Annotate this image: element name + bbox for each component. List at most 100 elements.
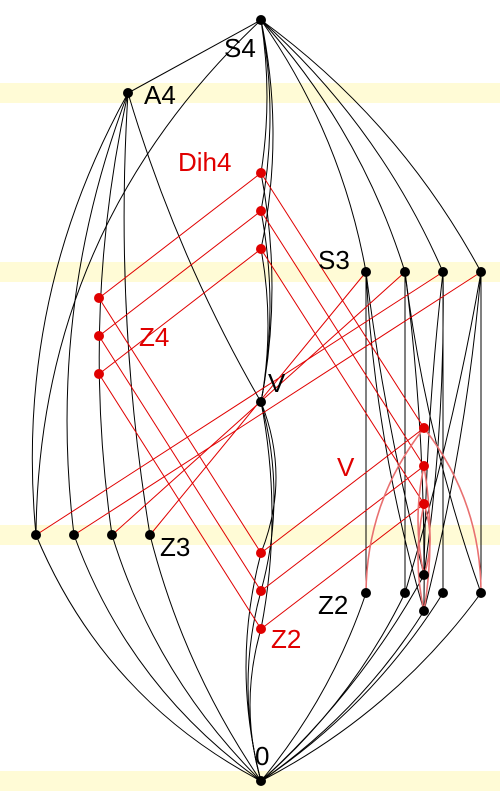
black-edge bbox=[260, 19, 444, 273]
black-node bbox=[107, 530, 117, 540]
label-z3: Z3 bbox=[160, 532, 190, 562]
black-edge bbox=[260, 19, 274, 250]
label-s4: S4 bbox=[224, 33, 256, 63]
black-node bbox=[256, 15, 266, 25]
red-edge bbox=[98, 335, 262, 592]
red-edge bbox=[98, 373, 262, 630]
black-node bbox=[400, 267, 410, 277]
black-node bbox=[419, 606, 429, 616]
red-node bbox=[256, 206, 266, 216]
red-edge bbox=[73, 271, 482, 536]
black-edge bbox=[260, 592, 444, 782]
black-edge bbox=[35, 534, 262, 782]
level-band-s3 bbox=[0, 262, 500, 282]
black-node bbox=[476, 267, 486, 277]
black-edge bbox=[260, 248, 269, 403]
black-edge bbox=[260, 592, 367, 782]
red-node bbox=[256, 168, 266, 178]
black-edge bbox=[31, 92, 129, 536]
red-node bbox=[94, 331, 104, 341]
label-a4: A4 bbox=[144, 80, 176, 110]
label-z2-red: Z2 bbox=[271, 624, 301, 654]
black-node bbox=[145, 530, 155, 540]
black-edge bbox=[423, 271, 482, 612]
nodes bbox=[31, 15, 486, 786]
label-z4: Z4 bbox=[139, 322, 169, 352]
black-edge bbox=[365, 271, 425, 612]
black-node bbox=[123, 88, 133, 98]
pink-edge bbox=[365, 427, 425, 594]
red-edge bbox=[98, 297, 262, 554]
red-node bbox=[419, 423, 429, 433]
black-edge bbox=[127, 19, 262, 94]
level-band-bottom bbox=[0, 771, 500, 791]
black-edge bbox=[98, 92, 129, 536]
black-edge bbox=[73, 534, 262, 782]
labels: S4 A4 Dih4 S3 Z4 V V Z3 Z2 Z2 0 bbox=[139, 33, 355, 771]
red-edge bbox=[260, 427, 425, 554]
black-node bbox=[361, 588, 371, 598]
black-edge bbox=[111, 534, 262, 782]
black-edge bbox=[365, 271, 425, 576]
label-s3: S3 bbox=[318, 245, 350, 275]
black-edge bbox=[404, 271, 425, 576]
red-edge bbox=[98, 248, 262, 375]
black-node bbox=[419, 570, 429, 580]
label-z2: Z2 bbox=[318, 590, 348, 620]
red-edge bbox=[35, 271, 444, 536]
black-edge bbox=[66, 92, 129, 536]
pink-edge bbox=[417, 465, 425, 576]
red-edge bbox=[260, 503, 425, 630]
red-node bbox=[256, 624, 266, 634]
black-edge bbox=[260, 19, 367, 273]
black-edge bbox=[260, 610, 425, 782]
pink-edge bbox=[423, 503, 431, 576]
red-node bbox=[94, 293, 104, 303]
black-node bbox=[476, 588, 486, 598]
red-node bbox=[419, 461, 429, 471]
pink-edge bbox=[417, 503, 425, 612]
black-edge bbox=[260, 592, 482, 782]
red-node bbox=[256, 244, 266, 254]
black-edge bbox=[404, 271, 482, 594]
black-edge bbox=[35, 19, 262, 536]
black-edge bbox=[260, 19, 268, 174]
black-edge bbox=[423, 271, 444, 612]
black-edge bbox=[127, 92, 262, 403]
red-edge bbox=[98, 210, 262, 337]
red-edge bbox=[98, 172, 262, 299]
black-node bbox=[438, 588, 448, 598]
black-edge bbox=[260, 401, 277, 554]
label-zero: 0 bbox=[255, 741, 269, 771]
black-edge bbox=[260, 19, 406, 273]
level-band-a4 bbox=[0, 83, 500, 103]
red-node bbox=[256, 586, 266, 596]
black-node bbox=[361, 267, 371, 277]
black-edge bbox=[260, 401, 273, 630]
red-edge bbox=[260, 248, 425, 505]
red-node bbox=[94, 369, 104, 379]
pink-edge bbox=[423, 427, 482, 594]
red-node bbox=[419, 499, 429, 509]
black-node bbox=[400, 588, 410, 598]
black-node bbox=[31, 530, 41, 540]
label-v-red: V bbox=[337, 452, 355, 482]
black-edge bbox=[260, 401, 275, 592]
black-edge bbox=[260, 19, 482, 273]
black-edge bbox=[260, 574, 425, 782]
black-edge bbox=[260, 19, 271, 212]
red-edge bbox=[260, 465, 425, 592]
black-node bbox=[256, 397, 266, 407]
black-edge bbox=[249, 628, 262, 782]
black-edge bbox=[404, 271, 482, 594]
red-node bbox=[256, 548, 266, 558]
black-node bbox=[69, 530, 79, 540]
level-bands bbox=[0, 83, 500, 791]
red-edge bbox=[260, 210, 425, 467]
black-node bbox=[438, 267, 448, 277]
label-v: V bbox=[268, 368, 286, 398]
black-edge bbox=[149, 534, 262, 782]
label-dih4: Dih4 bbox=[178, 147, 231, 177]
black-node bbox=[256, 776, 266, 786]
